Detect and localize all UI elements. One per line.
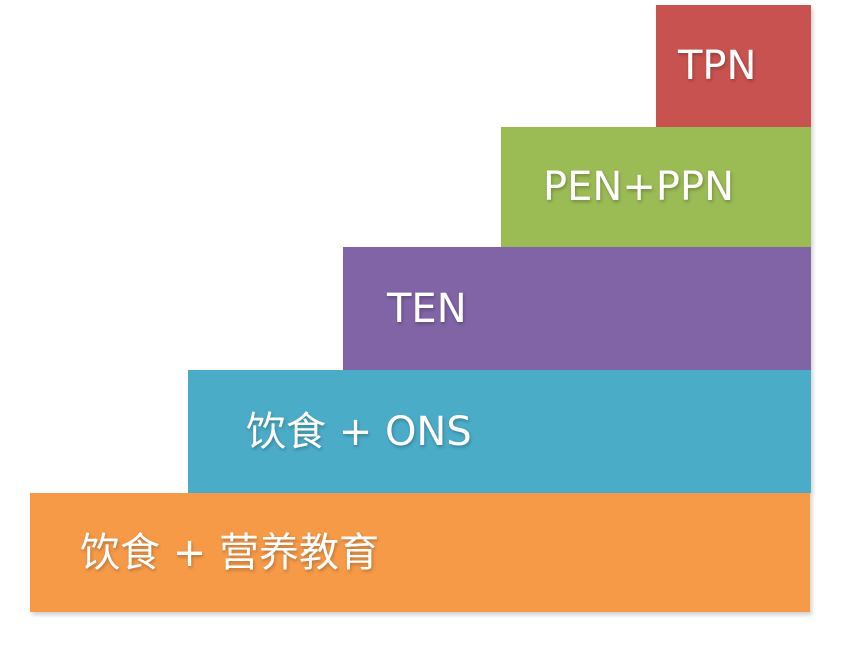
step-label-diet-education: 饮食 + 营养教育 — [80, 529, 379, 576]
step-label-ten: TEN — [387, 285, 467, 332]
step-pen-ppn: PEN+PPN — [501, 127, 811, 247]
step-diet-ons: 饮食 + ONS — [188, 370, 811, 493]
step-ten: TEN — [343, 247, 811, 370]
step-label-diet-ons: 饮食 + ONS — [246, 408, 472, 455]
step-label-pen-ppn: PEN+PPN — [543, 164, 734, 210]
step-label-tpn: TPN — [678, 43, 757, 89]
step-tpn: TPN — [656, 5, 811, 127]
step-diet-education: 饮食 + 营养教育 — [30, 493, 810, 612]
